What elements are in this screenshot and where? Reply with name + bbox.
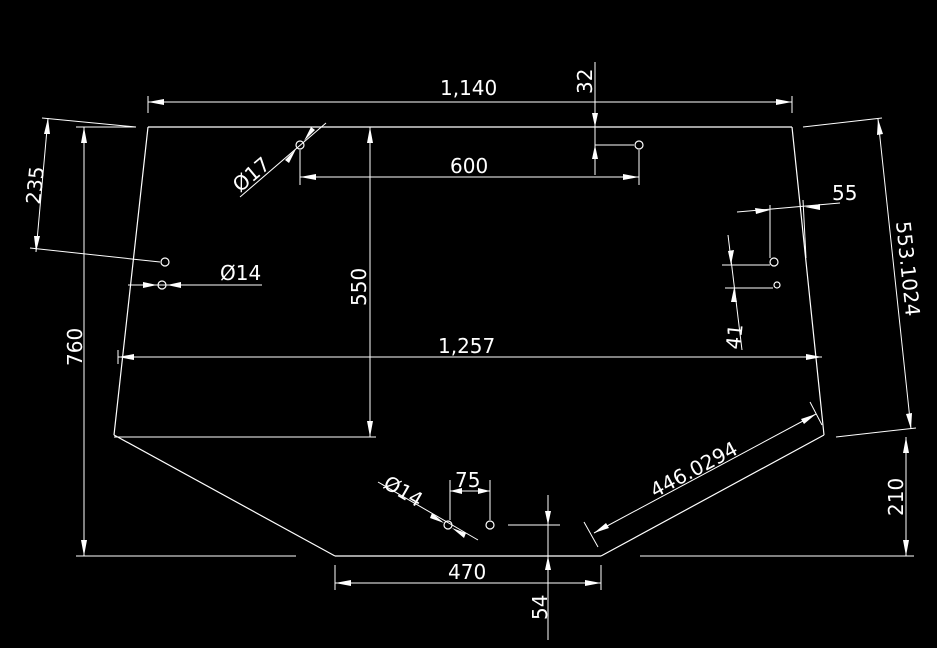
dim-side-235-label: 235	[21, 165, 49, 205]
dim-edge-55: 55	[736, 181, 857, 259]
hole-bottom-right	[485, 520, 495, 530]
dim-slant-446-label: 446.0294	[646, 436, 742, 502]
dim-bottom-width-label: 470	[448, 560, 486, 584]
dim-mid-width-label: 1,257	[438, 334, 495, 358]
dim-slant-553: 553.1024	[802, 117, 925, 438]
hole-right-upper	[769, 257, 779, 267]
dim-height-760-label: 760	[63, 328, 87, 366]
hole-left-upper	[160, 257, 170, 267]
hole-right-lower	[773, 281, 781, 289]
dim-spacing-41-label: 41	[721, 323, 748, 351]
dim-dia-14-bottom-label: Ø14	[380, 471, 428, 512]
dim-height-760: 760	[63, 126, 296, 557]
dim-dia-17-label: Ø17	[228, 152, 275, 197]
dim-hole-spacing-600-label: 600	[450, 154, 488, 178]
dim-dia-17: Ø17	[228, 122, 327, 198]
dim-offset-54: 54	[508, 495, 560, 640]
dim-height-550-label: 550	[347, 268, 371, 306]
hole-top-right	[634, 140, 644, 150]
dim-offset-54-label: 54	[528, 595, 552, 620]
dim-mid-width: 1,257	[117, 334, 822, 364]
dim-offset-32: 32	[573, 62, 634, 175]
dim-hole-spacing-600: 600	[299, 150, 640, 185]
dim-dia-14-left: Ø14	[128, 261, 262, 288]
dim-slant-553-label: 553.1024	[891, 220, 925, 317]
hole-top-left	[295, 140, 305, 150]
dim-spacing-75-label: 75	[455, 468, 480, 492]
dim-spacing-41: 41	[721, 234, 773, 351]
dim-bottom-width: 470	[334, 560, 602, 590]
dim-spacing-75: 75	[449, 468, 491, 520]
plate-outline	[113, 126, 825, 557]
dim-edge-55-label: 55	[832, 181, 857, 205]
dim-side-235: 235	[21, 117, 161, 263]
dim-slant-446: 446.0294	[583, 401, 823, 548]
dim-height-210-label: 210	[884, 478, 908, 516]
dim-height-550: 550	[114, 127, 376, 438]
dim-height-210: 210	[640, 437, 914, 557]
dim-top-width-label: 1,140	[440, 76, 497, 100]
dim-offset-32-label: 32	[573, 69, 597, 94]
dim-top-width: 1,140	[147, 76, 793, 113]
dim-dia-14-left-label: Ø14	[220, 261, 261, 285]
